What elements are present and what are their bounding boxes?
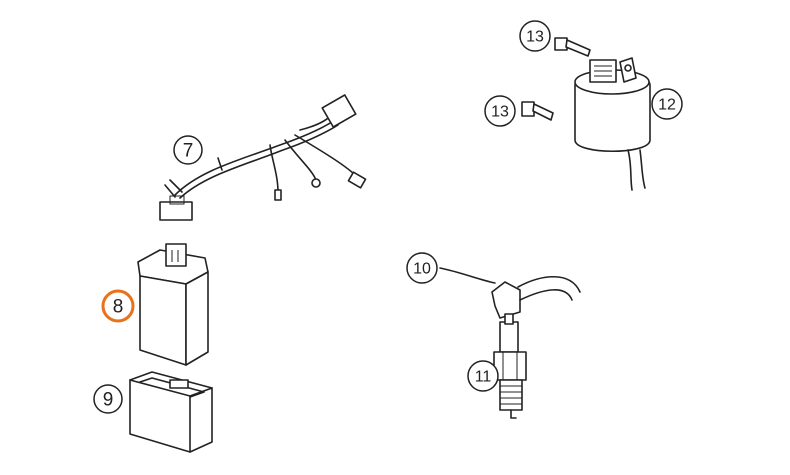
svg-text:9: 9 [103, 390, 114, 411]
callout-9[interactable]: 9 [93, 384, 123, 414]
callout-7[interactable]: 7 [173, 135, 203, 165]
cdi-unit[interactable] [137, 243, 209, 366]
svg-text:8: 8 [113, 297, 124, 318]
callout-11[interactable]: 11 [467, 360, 499, 392]
svg-text:13: 13 [526, 29, 544, 46]
svg-text:7: 7 [183, 141, 194, 162]
spark-plug-cap[interactable] [439, 267, 581, 319]
ignition-coil[interactable] [574, 57, 651, 191]
spark-plug[interactable] [493, 313, 527, 419]
callout-10[interactable]: 10 [406, 252, 438, 284]
wiring-harness[interactable] [159, 94, 367, 221]
callout-8-highlighted[interactable]: 8 [101, 289, 135, 323]
svg-text:13: 13 [491, 104, 509, 121]
callout-13-upper[interactable]: 13 [519, 20, 551, 52]
screw-lower[interactable] [521, 101, 554, 121]
cdi-holder[interactable] [129, 371, 213, 453]
callout-13-lower[interactable]: 13 [484, 95, 516, 127]
svg-text:10: 10 [413, 261, 431, 278]
svg-text:12: 12 [658, 97, 676, 114]
screw-upper[interactable] [554, 37, 591, 57]
callout-12[interactable]: 12 [651, 88, 683, 120]
svg-text:11: 11 [475, 369, 492, 386]
